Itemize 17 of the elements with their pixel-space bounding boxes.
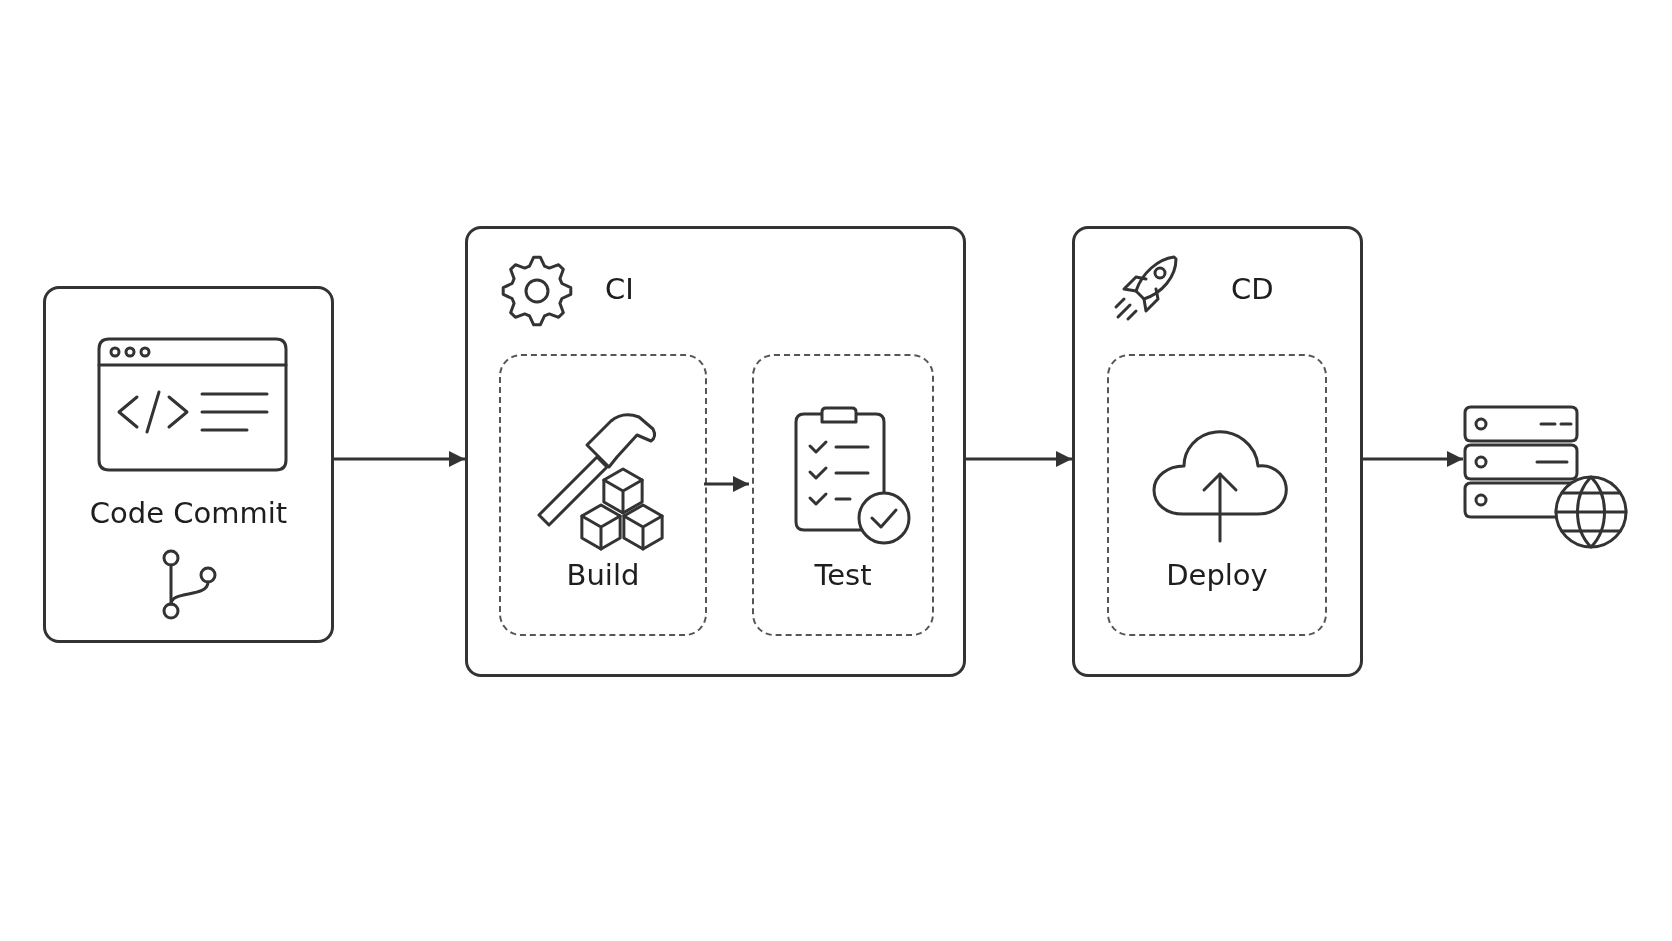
stage-box bbox=[43, 286, 334, 643]
arrow bbox=[334, 450, 465, 468]
stage-title: CD bbox=[1231, 271, 1274, 307]
stage-title: CI bbox=[605, 271, 634, 307]
arrow bbox=[966, 450, 1072, 468]
step-box bbox=[752, 354, 934, 636]
step-box bbox=[499, 354, 707, 636]
server-icon bbox=[1463, 405, 1628, 549]
step-label: Deploy bbox=[1166, 557, 1268, 593]
step-box bbox=[1107, 354, 1327, 636]
arrow bbox=[1363, 450, 1463, 468]
step-label: Test bbox=[814, 557, 872, 593]
step-label: Build bbox=[566, 557, 640, 593]
stage-box bbox=[1072, 226, 1363, 677]
arrow bbox=[704, 475, 749, 493]
stage-box bbox=[465, 226, 966, 677]
node-label: Code Commit bbox=[89, 495, 288, 531]
